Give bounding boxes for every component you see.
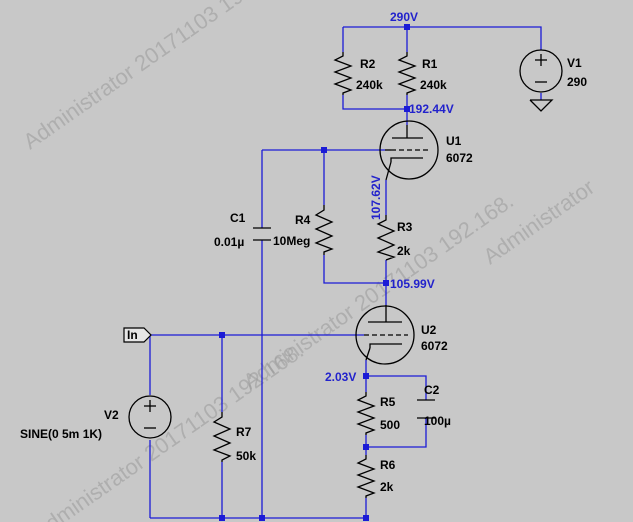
input-port[interactable]: In: [123, 327, 152, 343]
r4-name: R4: [295, 213, 311, 227]
triode-u1[interactable]: [379, 120, 439, 181]
node-voltage-u2-plate: 105.99V: [390, 277, 435, 291]
triode-u2[interactable]: [355, 305, 415, 365]
v1-name: V1: [567, 56, 582, 70]
r1-value: 240k: [420, 78, 447, 92]
r6-name: R6: [380, 458, 396, 472]
c1-value: 0.01µ: [214, 235, 244, 249]
r4-value: 10Meg: [273, 234, 310, 248]
r5-value: 500: [380, 418, 400, 432]
r5-name: R5: [380, 395, 396, 409]
resistor-r2[interactable]: [333, 52, 353, 95]
junction-dots: [219, 24, 410, 521]
u1-value: 6072: [446, 151, 473, 165]
r3-name: R3: [397, 220, 413, 234]
c2-value: 100µ: [424, 414, 451, 428]
r7-value: 50k: [236, 449, 256, 463]
resistor-r5[interactable]: [356, 392, 376, 435]
u2-name: U2: [421, 323, 437, 337]
v2-name: V2: [104, 408, 119, 422]
node-voltage-u1-plate: 192.44V: [409, 102, 454, 116]
resistor-r7[interactable]: [212, 412, 232, 462]
capacitor-c1[interactable]: [253, 227, 271, 241]
resistor-r6[interactable]: [356, 455, 376, 498]
r1-name: R1: [422, 57, 438, 71]
r2-name: R2: [360, 57, 376, 71]
wires: [149, 26, 542, 519]
resistor-r3[interactable]: [376, 215, 397, 261]
v2-value: SINE(0 5m 1K): [20, 427, 102, 441]
r6-value: 2k: [380, 480, 394, 494]
ground-symbol: [529, 99, 554, 112]
u1-name: U1: [446, 134, 462, 148]
voltage-source-v1[interactable]: [519, 49, 563, 93]
c1-name: C1: [230, 211, 246, 225]
node-voltage-u1-cathode: 107.62V: [369, 175, 383, 220]
u2-value: 6072: [421, 339, 448, 353]
capacitor-c2[interactable]: [417, 399, 435, 419]
r2-value: 240k: [356, 78, 383, 92]
resistor-r4[interactable]: [314, 205, 334, 255]
watermark-1: Administrator 20171103 192.168.: [19, 0, 299, 154]
voltage-source-v2[interactable]: [128, 395, 172, 439]
input-port-label: In: [127, 328, 138, 342]
resistor-r1[interactable]: [397, 52, 417, 95]
v1-value: 290: [567, 75, 587, 89]
node-voltage-u2-cathode: 2.03V: [325, 370, 356, 384]
c2-name: C2: [424, 383, 440, 397]
node-voltage-supply: 290V: [390, 10, 418, 24]
r3-value: 2k: [397, 244, 411, 258]
r7-name: R7: [236, 425, 252, 439]
